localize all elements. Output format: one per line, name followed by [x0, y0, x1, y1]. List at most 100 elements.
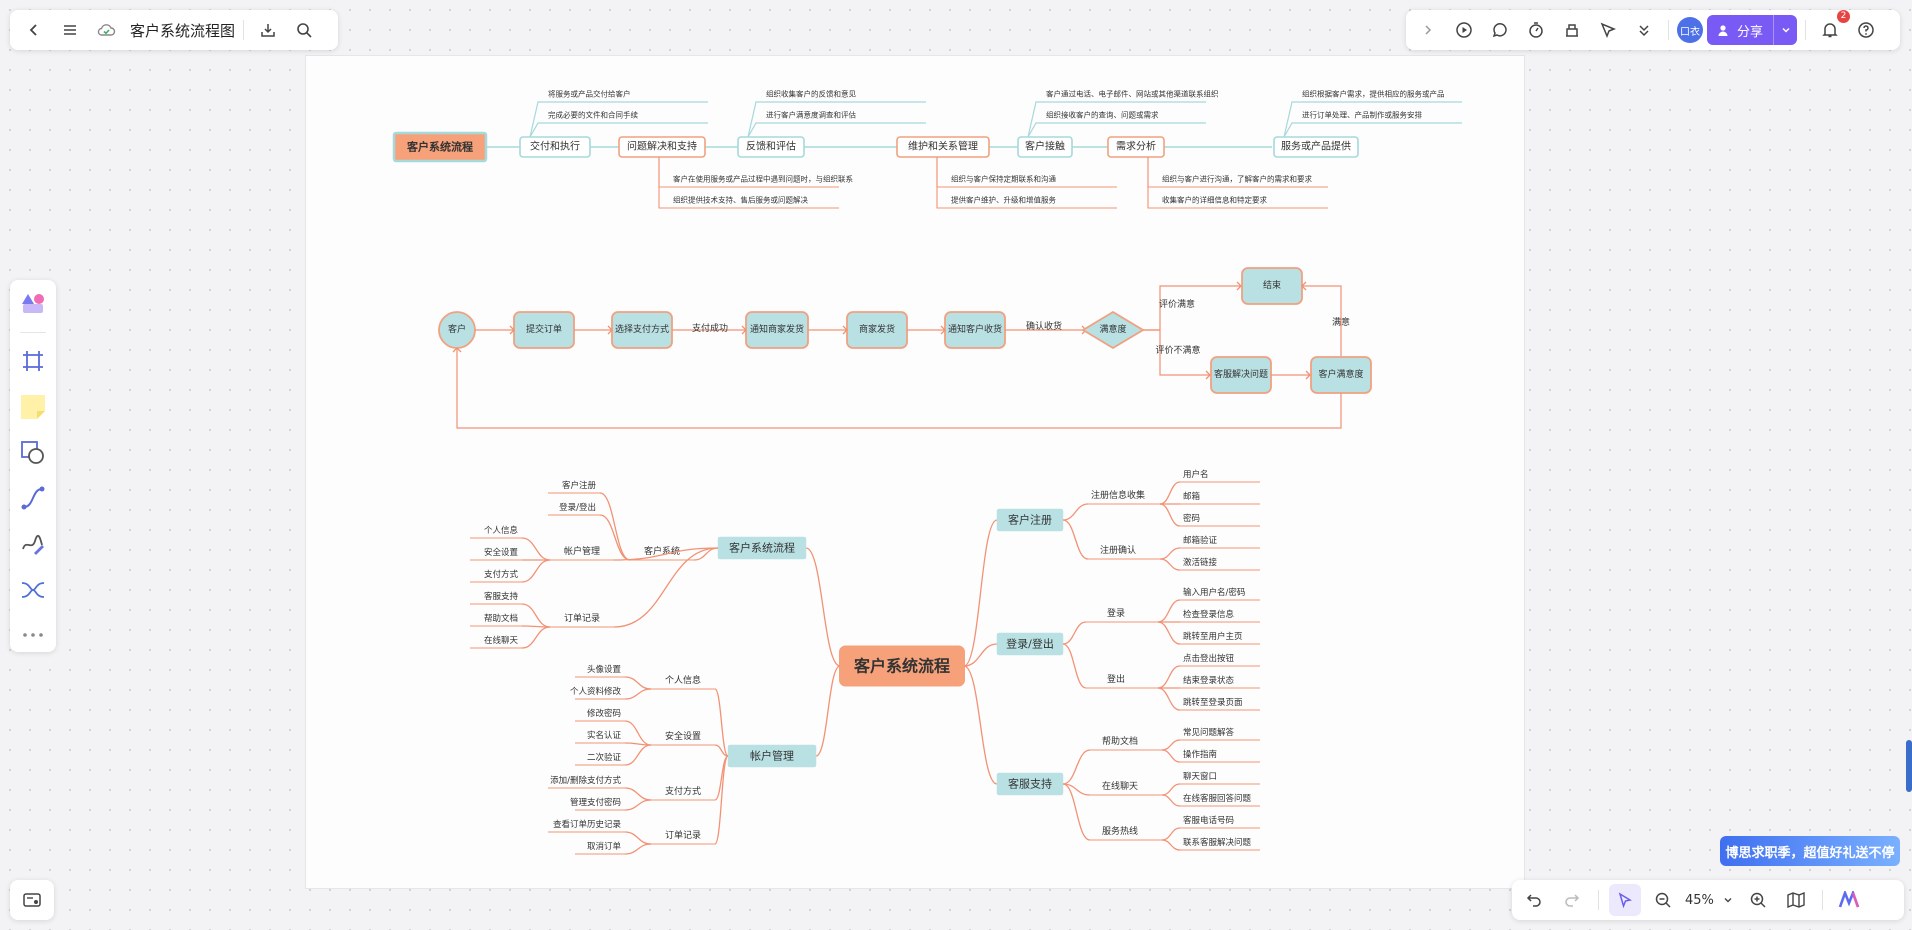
mm-right-leaf-branch [1161, 839, 1181, 851]
arrow-head [1305, 370, 1311, 380]
collapse-chevron-icon[interactable] [1412, 14, 1444, 46]
comment-icon[interactable] [1484, 14, 1516, 46]
frame-icon[interactable] [16, 345, 50, 379]
undo-icon[interactable] [1518, 884, 1550, 916]
d1-node-2-label: 问题解决和支持 [627, 140, 697, 153]
promo-banner[interactable]: 博思求职季，超值好礼送不停 [1720, 836, 1900, 866]
d1-node-1 [519, 136, 591, 158]
shape-icon[interactable] [16, 436, 50, 470]
mm-right-sub-3-2: 在线聊天 [1102, 780, 1138, 792]
mm-left-main-2-label: 帐户管理 [750, 749, 794, 763]
mm-left-leaf-branch [624, 799, 652, 811]
mm-right-leaf-branch [1161, 783, 1181, 796]
divider [1668, 20, 1669, 40]
zoom-level[interactable]: 45% [1685, 892, 1714, 908]
d1-bottom-note: 客户在使用服务或产品过程中遇到问题时，与组织联系 [673, 174, 853, 184]
search-icon[interactable] [288, 14, 320, 46]
cloud-saved-icon [90, 14, 122, 46]
notification-bell-icon[interactable]: 2 [1814, 10, 1850, 46]
mm-right-branch [963, 519, 998, 667]
mm-left-sub-1-3: 订单记录 [564, 612, 600, 624]
more-chevrons-icon[interactable] [1628, 14, 1660, 46]
d2-end-node-label: 结束 [1263, 279, 1281, 291]
shape-library-icon[interactable] [16, 286, 50, 320]
d2-decision-node [1081, 310, 1145, 350]
d2-step-5-label: 通知客户收货 [948, 323, 1002, 335]
mm-left-sub-2-1: 个人信息 [665, 674, 701, 686]
help-icon[interactable] [1850, 14, 1882, 46]
mm-right-sub-1-2: 注册确认 [1100, 544, 1136, 556]
mm-right-leaf-branch [1157, 687, 1181, 711]
mm-right-leaf: 激活链接 [1183, 557, 1218, 568]
pen-icon[interactable] [16, 527, 50, 561]
mm-right-leaf: 密码 [1183, 513, 1200, 524]
divider [20, 331, 46, 333]
d1-top-note: 进行客户满意度调查和评估 [766, 110, 856, 120]
d1-top-note-line [529, 122, 708, 138]
share-button[interactable]: 分享 [1707, 15, 1797, 45]
download-icon[interactable] [252, 14, 284, 46]
share-dropdown-chevron-icon[interactable] [1773, 15, 1797, 45]
mm-right-leaf-branch [1159, 481, 1181, 505]
arrow-head [452, 347, 462, 353]
d2-edge-receive-label: 确认收货 [1026, 320, 1062, 332]
mm-right-sub-branch [1062, 621, 1087, 645]
d1-bottom-note-line [1147, 157, 1328, 209]
more-dots-icon[interactable] [16, 618, 50, 652]
zoom-dropdown-chevron-icon[interactable] [1720, 884, 1736, 916]
timer-icon[interactable] [1520, 14, 1552, 46]
arrow-head [1301, 281, 1307, 291]
mm-right-leaf-branch [1159, 503, 1181, 527]
mm-right-branch [963, 643, 998, 667]
template-library-icon[interactable] [1556, 14, 1588, 46]
mm-right-leaf-branch [1161, 827, 1181, 841]
mm-left-sub-2-3: 支付方式 [665, 785, 701, 797]
mm-left-sub-branch [613, 547, 719, 561]
d1-node-6-label: 需求分析 [1116, 140, 1156, 153]
mm-right-leaf-branch [1159, 558, 1181, 571]
d2-recheck-node-label: 客户满意度 [1318, 368, 1363, 380]
select-pointer-icon[interactable] [1609, 884, 1641, 916]
document-title[interactable]: 客户系统流程图 [130, 21, 236, 40]
mm-left-leaf: 头像设置 [587, 664, 622, 675]
user-avatar[interactable]: 口衣 [1677, 17, 1703, 43]
zoom-in-icon[interactable] [1742, 884, 1774, 916]
map-view-icon[interactable] [1780, 884, 1812, 916]
ai-assistant-icon[interactable] [1833, 884, 1865, 916]
d2-start-label: 客户 [448, 323, 466, 335]
add-user-icon [1718, 25, 1728, 36]
mm-right-leaf: 检查登录信息 [1183, 609, 1235, 620]
mm-right-sub-2-2: 登出 [1107, 673, 1125, 685]
pointer-broadcast-icon[interactable] [1592, 14, 1624, 46]
d1-root-node-label: 客户系统流程 [406, 140, 473, 154]
redo-icon[interactable] [1556, 884, 1588, 916]
presentation-play-icon[interactable] [1448, 14, 1480, 46]
minimap-toggle[interactable] [10, 880, 54, 920]
mm-left-leaf-branch [624, 843, 652, 855]
sticky-note-icon[interactable] [16, 390, 50, 424]
canvas-frame[interactable] [305, 55, 1525, 889]
arrow-head [940, 325, 946, 335]
zoom-out-icon[interactable] [1647, 884, 1679, 916]
connector-icon[interactable] [16, 482, 50, 516]
top-right-toolbar: 口衣 分享 2 [1406, 10, 1900, 50]
mm-right-sub-branch [1062, 749, 1091, 785]
mm-right-leaf-branch [1157, 621, 1181, 645]
side-scroll-handle[interactable] [1906, 740, 1912, 792]
menu-icon[interactable] [54, 14, 86, 46]
d2-step-2-label: 选择支付方式 [615, 323, 669, 335]
mm-left-leaf: 修改密码 [587, 708, 621, 719]
mindmap-icon[interactable] [16, 573, 50, 607]
d1-top-note-line [1027, 122, 1206, 138]
mm-left-leaf-branch [624, 688, 652, 700]
mm-right-leaf: 点击登出按钮 [1183, 653, 1235, 664]
back-icon[interactable] [18, 14, 50, 46]
mm-left-leaf: 添加/删除支付方式 [550, 775, 621, 786]
share-main[interactable]: 分享 [1707, 15, 1773, 45]
d1-top-note-line [1283, 101, 1462, 138]
share-label: 分享 [1737, 24, 1764, 40]
mm-right-leaf-branch [1157, 665, 1181, 689]
d1-top-note: 组织接收客户的查询、问题或需求 [1046, 110, 1159, 120]
mm-left-leaf: 登录/登出 [559, 502, 596, 513]
